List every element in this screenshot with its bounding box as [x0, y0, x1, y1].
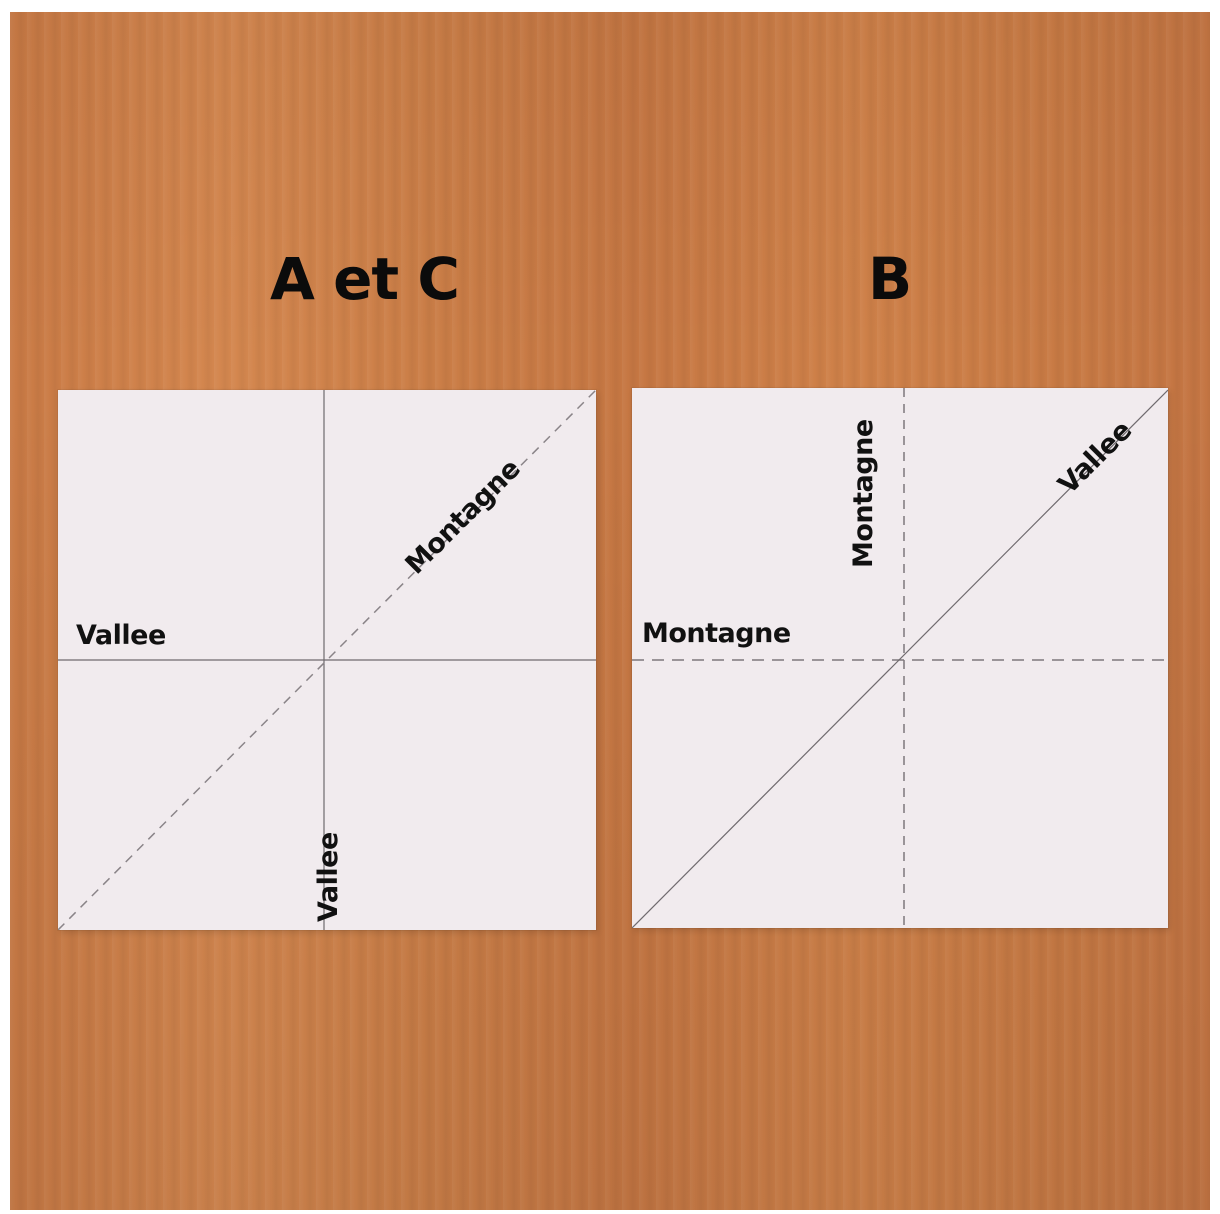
label-mountain-vertical: Montagne: [850, 419, 877, 568]
heading-a-et-c: A et C: [270, 250, 459, 308]
paper-sheet-b: Montagne Montagne Vallee: [632, 388, 1168, 928]
label-valley-horizontal: Vallee: [76, 622, 166, 649]
label-valley-vertical: Vallee: [315, 832, 342, 922]
label-mountain-horizontal: Montagne: [642, 620, 791, 647]
heading-b: B: [868, 250, 911, 308]
paper-sheet-a-et-c: Vallee Vallee Montagne: [58, 390, 596, 930]
